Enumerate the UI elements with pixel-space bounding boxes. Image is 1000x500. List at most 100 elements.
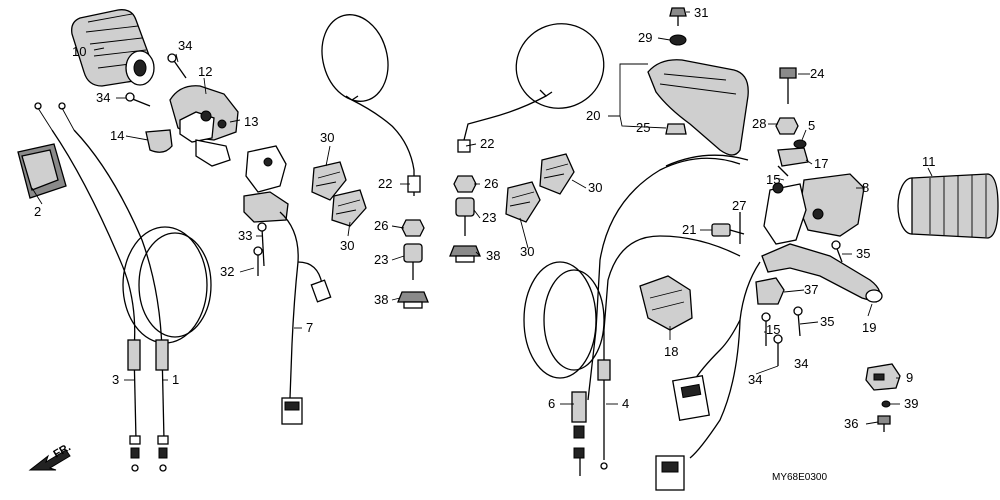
front-direction-arrow <box>28 449 71 471</box>
label-part-7: 7 <box>306 320 313 335</box>
washer-39 <box>881 400 891 408</box>
screw-36 <box>877 415 891 432</box>
screw-35a <box>831 240 843 263</box>
mirror-nut-26b <box>453 175 477 193</box>
label-part-9: 9 <box>906 370 913 385</box>
screw-34a <box>167 53 187 79</box>
part-number-labels: 10 34 34 12 13 14 2 3 1 32 33 7 30 30 22… <box>34 5 936 483</box>
label-part-34a: 34 <box>178 38 192 53</box>
cable-clamp-18 <box>639 275 693 331</box>
left-mirror <box>321 14 421 196</box>
label-part-5: 5 <box>808 118 815 133</box>
label-part-14: 14 <box>110 128 124 143</box>
right-switch-harness <box>655 261 761 491</box>
label-part-26b: 26 <box>484 176 498 191</box>
brake-switch-9 <box>865 363 901 391</box>
label-part-15a: 15 <box>766 172 780 187</box>
label-part-37: 37 <box>804 282 818 297</box>
label-part-24: 24 <box>810 66 824 81</box>
mirror-nut-26a <box>401 219 425 237</box>
mirror-adapter-23b <box>455 197 475 236</box>
label-part-39: 39 <box>904 396 918 411</box>
clutch-cable <box>523 154 749 476</box>
right-grip <box>897 173 999 239</box>
label-part-12: 12 <box>198 64 212 79</box>
brake-lever-19 <box>761 243 883 303</box>
label-part-30b: 30 <box>340 238 354 253</box>
bolt-24 <box>779 67 797 104</box>
throttle-cables <box>34 102 212 472</box>
label-part-22b: 22 <box>480 136 494 151</box>
screw-15a <box>777 165 789 177</box>
label-part-17: 17 <box>814 156 828 171</box>
label-part-35b: 35 <box>820 314 834 329</box>
right-mirror <box>457 23 605 153</box>
direction-label: FR. <box>52 441 73 460</box>
label-part-30c: 30 <box>520 244 534 259</box>
label-part-38a: 38 <box>374 292 388 307</box>
label-part-26a: 26 <box>374 218 388 233</box>
label-part-28: 28 <box>752 116 766 131</box>
right-switch-housing <box>763 173 865 245</box>
washer-29 <box>669 34 687 46</box>
diagram-code: MY68E0300 <box>772 472 827 483</box>
mirror-adapter-23a <box>403 243 423 280</box>
label-part-34d: 34 <box>748 372 762 387</box>
leader-lines <box>31 11 933 425</box>
label-part-22a: 22 <box>378 176 392 191</box>
label-part-30d: 30 <box>588 180 602 195</box>
label-part-18: 18 <box>664 344 678 359</box>
mirror-nut-38a <box>397 291 429 309</box>
label-part-13: 13 <box>244 114 258 129</box>
cable-clamp-30c <box>505 181 541 223</box>
label-part-2: 2 <box>34 204 41 219</box>
cable-clamp-30d <box>539 153 575 195</box>
left-switch-harness <box>243 145 332 425</box>
label-part-31: 31 <box>694 5 708 20</box>
label-part-21: 21 <box>682 222 696 237</box>
pivot-5 <box>793 139 807 149</box>
grommet-25 <box>665 123 687 135</box>
label-part-30a: 30 <box>320 130 334 145</box>
label-part-1: 1 <box>172 372 179 387</box>
lever-holder-17 <box>777 147 809 167</box>
bracket-37 <box>755 277 785 305</box>
lever-cover <box>647 59 749 156</box>
cable-clamp-30b <box>331 189 367 227</box>
screw-15b <box>761 312 771 346</box>
label-part-27: 27 <box>732 198 746 213</box>
label-part-8: 8 <box>862 180 869 195</box>
label-part-15b: 15 <box>766 322 780 337</box>
label-part-33: 33 <box>238 228 252 243</box>
label-part-35a: 35 <box>856 246 870 261</box>
mirror-nut-38b <box>449 245 481 263</box>
label-part-4: 4 <box>622 396 629 411</box>
label-part-20: 20 <box>586 108 600 123</box>
nut-28 <box>775 117 799 135</box>
label-part-34c: 34 <box>794 356 808 371</box>
label-part-6: 6 <box>548 396 555 411</box>
cable-clamp-30a <box>311 161 347 201</box>
throttle-grip <box>71 9 155 87</box>
label-part-10: 10 <box>72 44 86 59</box>
label-part-38b: 38 <box>486 248 500 263</box>
screw-34c <box>773 334 783 366</box>
label-part-23b: 23 <box>482 210 496 225</box>
label-part-19: 19 <box>862 320 876 335</box>
screw-35b <box>793 306 803 337</box>
screw-32 <box>253 246 263 276</box>
choke-cable <box>597 235 741 470</box>
screw-31 <box>669 7 687 26</box>
label-part-36: 36 <box>844 416 858 431</box>
screw-34b <box>125 92 151 107</box>
label-part-29: 29 <box>638 30 652 45</box>
label-part-34b: 34 <box>96 90 110 105</box>
label-part-30e: 30 <box>536 244 550 259</box>
label-part-23a: 23 <box>374 252 388 267</box>
label-part-3: 3 <box>112 372 119 387</box>
throttle-housing <box>169 85 239 167</box>
label-part-11: 11 <box>922 154 936 169</box>
screw-33 <box>257 222 267 267</box>
label-part-32: 32 <box>220 264 234 279</box>
